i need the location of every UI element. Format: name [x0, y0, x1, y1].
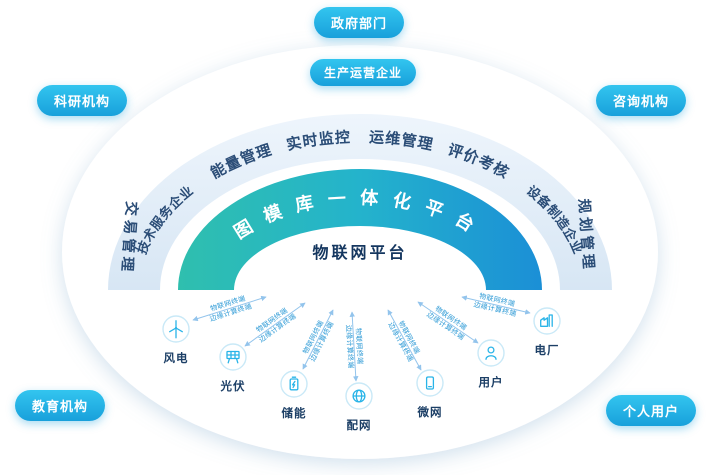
node-label: 用户: [478, 375, 504, 389]
iot-platform-title: 物联网平台: [312, 243, 407, 262]
ring-label-trade-mgmt: 交易管理: [118, 201, 141, 276]
pill-education-institution: 教育机构: [15, 390, 106, 421]
pill-consulting-agency: 咨询机构: [596, 85, 687, 116]
smartphone-icon: [425, 376, 435, 390]
node-user: 用户: [477, 339, 505, 389]
node-circle: [219, 343, 247, 371]
ring-label-planning-mgmt: 规划管理: [575, 198, 598, 273]
link-line: [461, 295, 531, 315]
pill-government: 政府部门: [314, 7, 405, 38]
wind-turbine-icon: [169, 320, 183, 339]
pill-production-enterprise: 生产运营企业: [310, 59, 417, 86]
link-line: [417, 301, 479, 344]
link-line: [302, 309, 334, 370]
node-circle: [280, 370, 308, 398]
node-label: 风电: [164, 351, 189, 365]
globe-icon: [352, 389, 366, 403]
solar-panel-icon: [226, 350, 240, 364]
node-circle: [416, 369, 444, 397]
terminal-label-iot: 物联网终端: [354, 328, 365, 365]
node-wind: 风电: [162, 315, 190, 365]
node-storage: 储能: [280, 370, 308, 420]
terminal-label-edge: 边缘计算终端: [344, 325, 356, 369]
user-icon: [485, 346, 497, 360]
node-distribution-grid: 配网: [345, 382, 373, 432]
node-power-plant: 电厂: [533, 307, 561, 357]
link-line: [387, 309, 422, 371]
node-label: 储能: [282, 406, 307, 420]
node-solar: 光伏: [219, 343, 247, 393]
link-distribution-grid: 物联网终端 边缘计算终端: [344, 311, 365, 382]
link-line: [349, 311, 359, 382]
integration-arc: [178, 169, 542, 290]
function-ring-band: [108, 114, 612, 290]
node-label: 电厂: [535, 343, 560, 357]
link-line: [244, 302, 306, 347]
node-label: 微网: [417, 405, 443, 419]
factory-icon: [540, 314, 553, 327]
battery-icon: [289, 376, 299, 391]
node-microgrid: 微网: [416, 369, 444, 419]
pill-research-institution: 科研机构: [37, 85, 128, 116]
node-label: 配网: [347, 418, 372, 432]
link-line: [192, 295, 267, 322]
node-label: 光伏: [220, 379, 246, 393]
pill-personal-user: 个人用户: [606, 395, 697, 426]
